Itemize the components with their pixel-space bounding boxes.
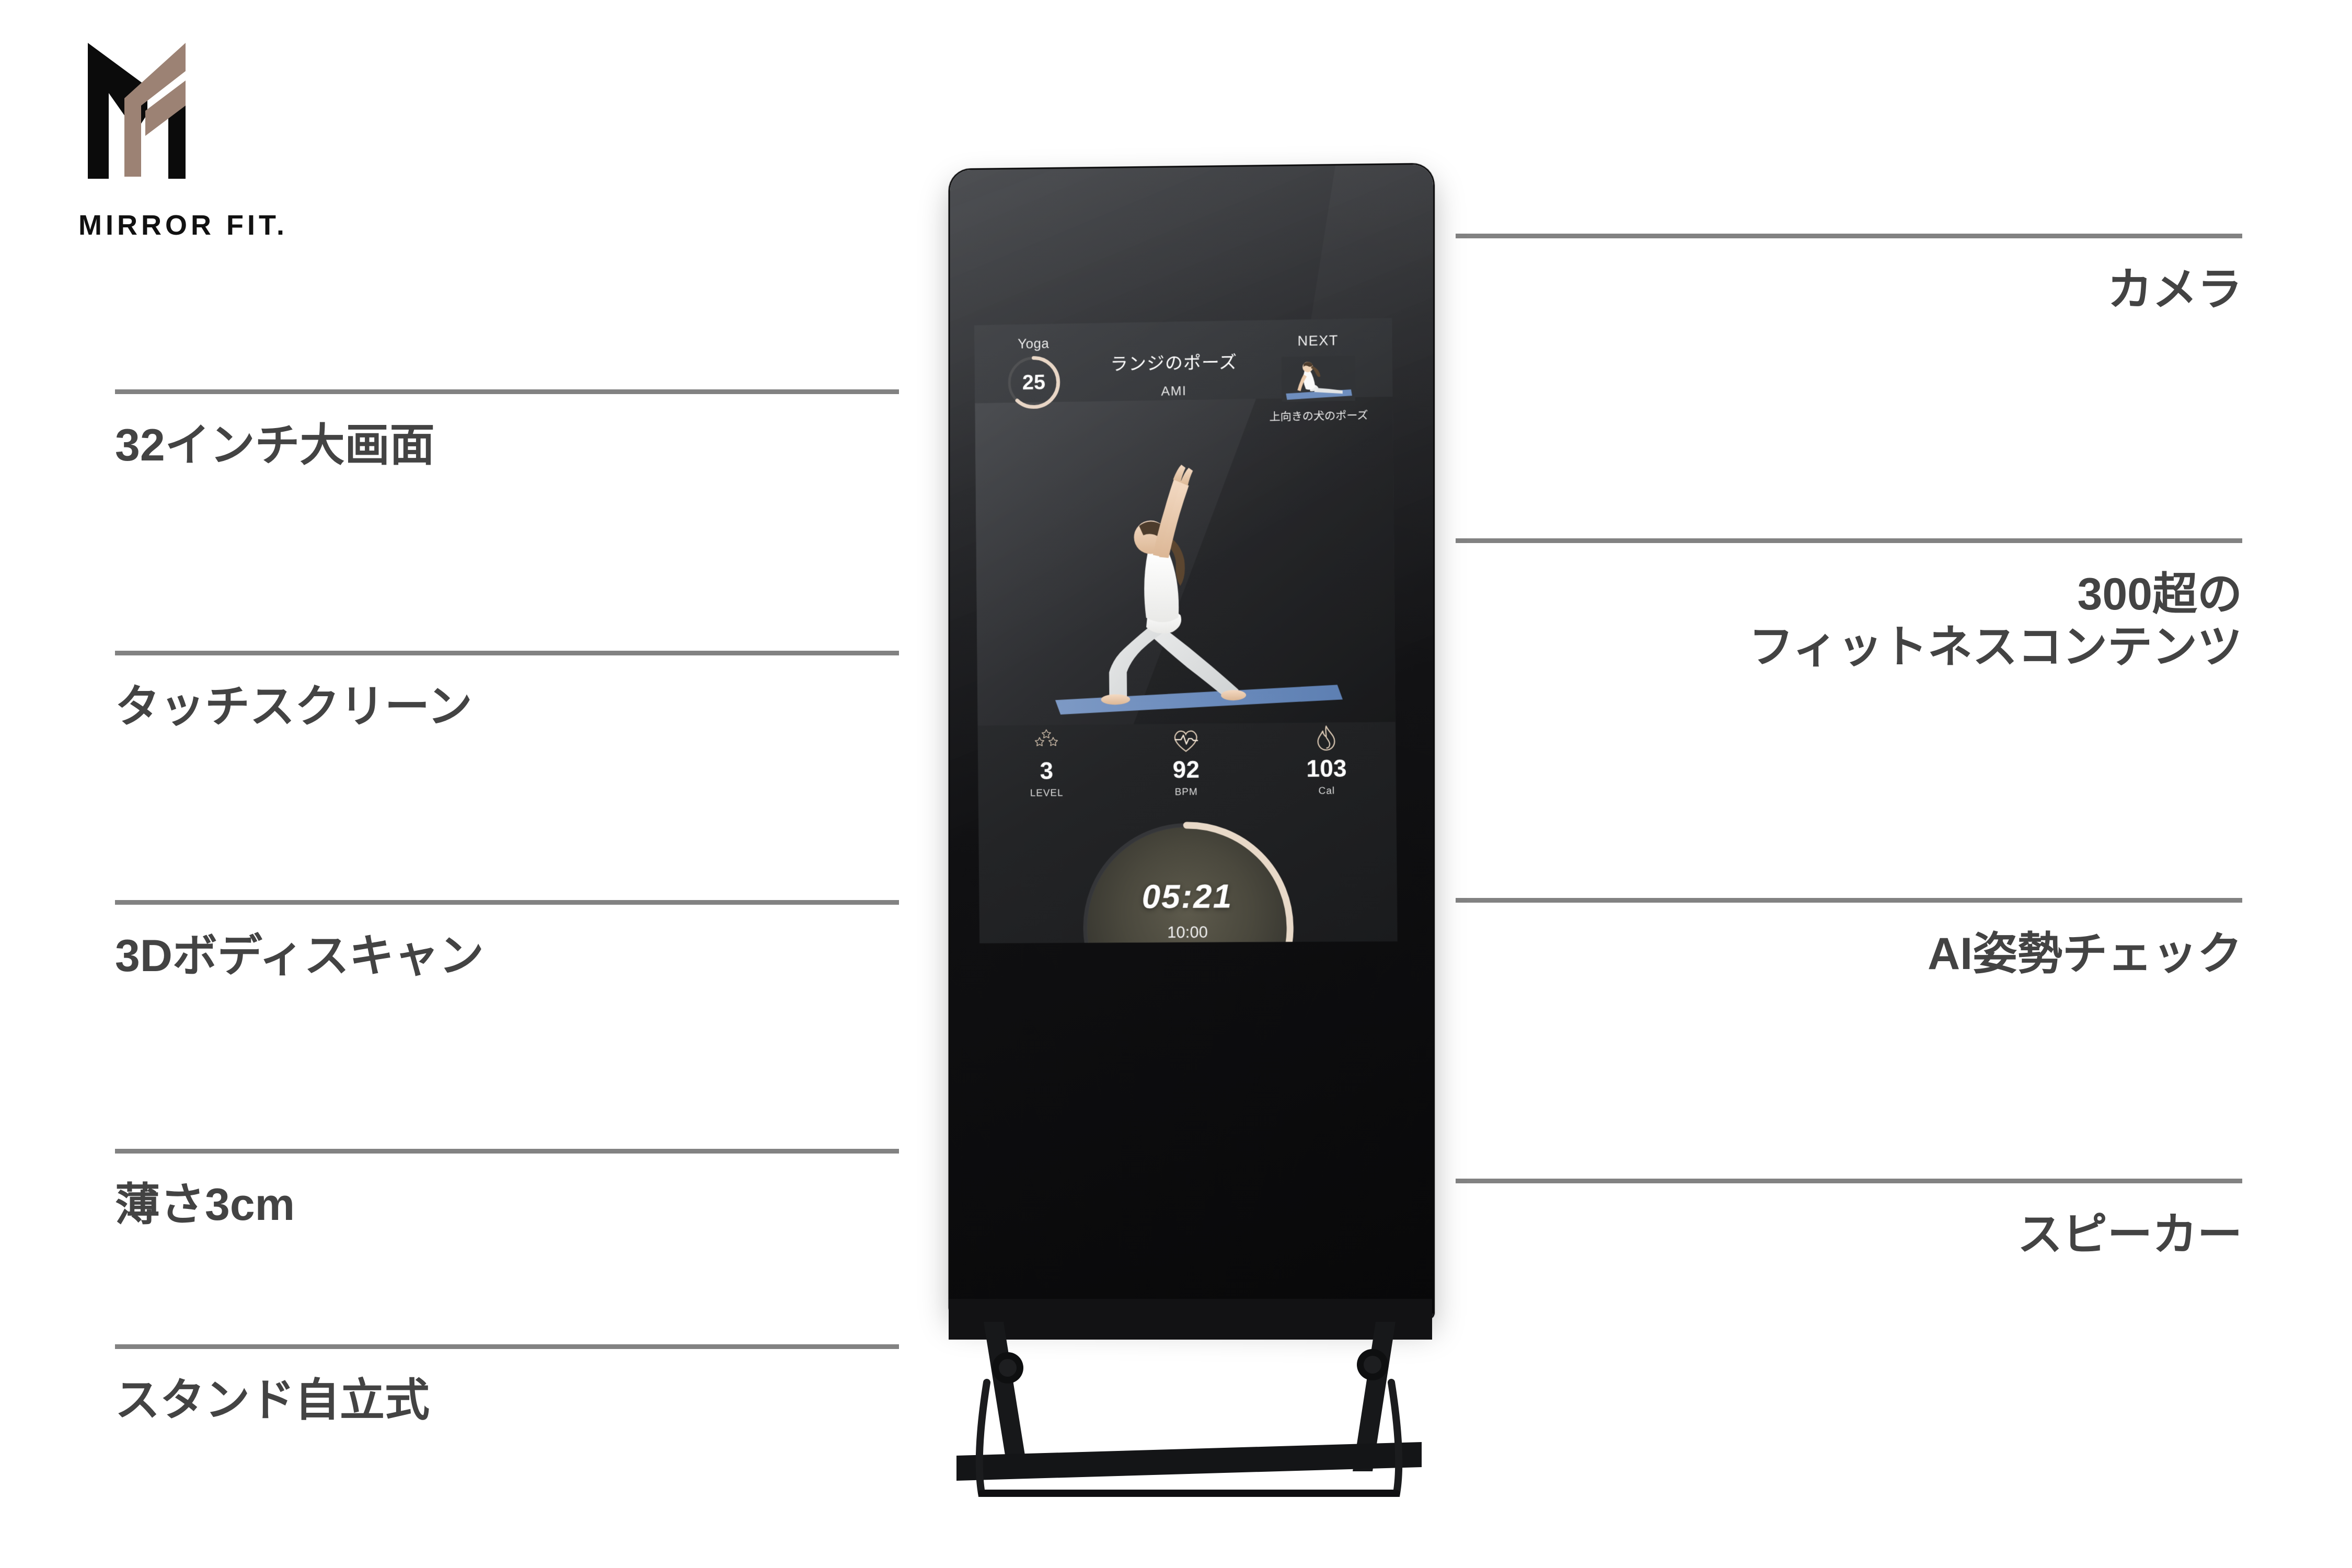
stat-heart-rate: 92 BPM: [1147, 723, 1226, 798]
divider-rule: [115, 651, 899, 655]
stat-unit: Cal: [1318, 785, 1335, 797]
workout-timer: 05:21 10:00: [1075, 814, 1301, 943]
flame-icon: [1287, 722, 1366, 752]
mirror-panel: Yoga 25 ランジのポーズ AMI NEXT: [950, 164, 1434, 1318]
feature-label: 32インチ大画面: [115, 420, 435, 470]
three-stars-icon: [1007, 725, 1086, 755]
feature-item-left-3: 3Dボディスキャン: [115, 900, 899, 983]
feature-item-right-4: スピーカー: [1456, 1179, 2242, 1261]
workout-stats-row: 3 LEVEL 92 BPM: [977, 722, 1396, 800]
stat-unit: LEVEL: [1030, 787, 1064, 799]
timer-total: 10:00: [1167, 923, 1208, 942]
feature-label: 300超の フィットネスコンテンツ: [1748, 569, 2242, 673]
divider-rule: [1456, 898, 2242, 903]
feature-label: AI姿勢チェック: [1928, 929, 2242, 979]
mirror-fit-m-mark-icon: [88, 43, 186, 179]
stat-calories: 103 Cal: [1287, 722, 1366, 798]
feature-label: タッチスクリーン: [115, 682, 472, 732]
divider-rule: [115, 389, 899, 394]
brand-wordmark: MIRROR FIT.: [78, 210, 288, 241]
next-pose-name: 上向きの犬のポーズ: [1269, 409, 1368, 423]
session-top-bar: Yoga 25 ランジのポーズ AMI NEXT: [974, 318, 1393, 429]
divider-rule: [115, 900, 899, 905]
stat-level: 3 LEVEL: [1007, 725, 1086, 800]
divider-rule: [115, 1344, 899, 1349]
feature-item-left-2: タッチスクリーン: [115, 651, 899, 733]
stat-value: 92: [1172, 755, 1200, 783]
feature-label: スタンド自立式: [115, 1375, 430, 1425]
stat-unit: BPM: [1174, 786, 1198, 798]
smart-fitness-mirror-device: Yoga 25 ランジのポーズ AMI NEXT: [925, 157, 1453, 1526]
screen-content[interactable]: Yoga 25 ランジのポーズ AMI NEXT: [974, 318, 1398, 943]
timer-elapsed: 05:21: [1142, 877, 1233, 916]
divider-rule: [1456, 234, 2242, 238]
divider-rule: [115, 1149, 899, 1154]
heart-pulse-icon: [1147, 723, 1225, 753]
stat-value: 103: [1306, 754, 1347, 782]
feature-item-left-5: スタンド自立式: [115, 1344, 899, 1427]
divider-rule: [1456, 1179, 2242, 1183]
hero-pose-image: [975, 396, 1396, 726]
current-pose-block: ランジのポーズ AMI: [1088, 348, 1260, 400]
feature-item-left-4: 薄さ3cm: [115, 1149, 899, 1231]
brand-logo: MIRROR FIT.: [78, 37, 319, 239]
next-label: NEXT: [1297, 332, 1339, 349]
divider-rule: [1456, 538, 2242, 543]
next-pose-block[interactable]: NEXT: [1268, 332, 1368, 424]
feature-item-right-1: カメラ: [1456, 234, 2242, 316]
timer-readout: 05:21 10:00: [1075, 877, 1300, 942]
next-pose-thumbnail[interactable]: [1281, 355, 1356, 402]
feature-label: 3Dボディスキャン: [115, 931, 484, 981]
floor-stand: [925, 1299, 1453, 1524]
session-category-label: Yoga: [1018, 335, 1050, 352]
feature-label: 薄さ3cm: [115, 1180, 295, 1230]
upward-dog-pose-thumbnail-icon: [1281, 355, 1356, 402]
feature-label: スピーカー: [2017, 1209, 2242, 1260]
stat-value: 3: [1040, 757, 1054, 785]
feature-item-left-1: 32インチ大画面: [115, 389, 899, 472]
current-pose-name: ランジのポーズ: [1110, 352, 1238, 375]
feature-item-right-3: AI姿勢チェック: [1456, 898, 2242, 981]
session-progress-value: 25: [1022, 370, 1046, 394]
coach-name: AMI: [1161, 384, 1187, 399]
feature-item-right-2: 300超の フィットネスコンテンツ: [1456, 538, 2242, 674]
session-progress-ring: 25: [1005, 353, 1063, 412]
feature-label: カメラ: [2107, 264, 2242, 315]
